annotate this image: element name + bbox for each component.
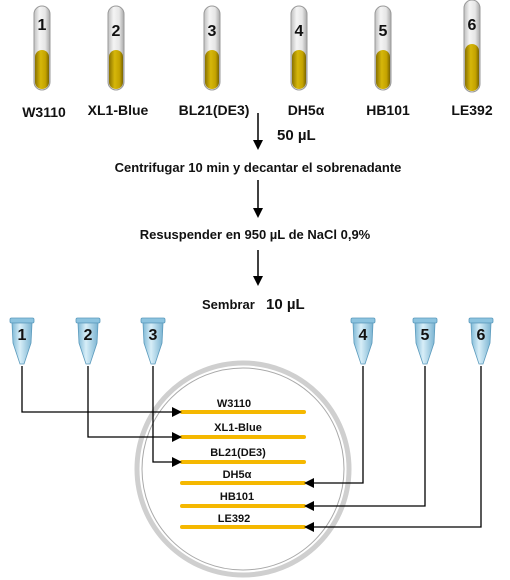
streak-label: XL1-Blue	[214, 422, 262, 434]
tube-number: 5	[379, 23, 388, 40]
eppendorf-tubes: 1 2 3 4 5 6	[9, 317, 494, 365]
tube-number: 1	[38, 17, 47, 34]
culture-tube: 4	[290, 5, 308, 91]
tube-number: 3	[208, 23, 217, 40]
sow-volume: 10 µL	[266, 296, 305, 313]
strain-label: XL1-Blue	[88, 102, 149, 118]
culture-tube: 1	[33, 5, 51, 91]
streak	[180, 410, 306, 414]
culture-tube: 2	[107, 5, 125, 91]
eppendorf-tube: 2	[75, 317, 101, 365]
tube-number: 4	[295, 23, 304, 40]
streak-labels: W3110 XL1-Blue BL21(DE3) DH5α HB101 LE39…	[210, 398, 266, 525]
connector-arrow	[87, 366, 182, 442]
strain-label: W3110	[22, 104, 66, 120]
eppendorf-tube: 4	[350, 317, 376, 365]
step-sow: Sembrar	[202, 297, 255, 312]
eppendorf-number: 6	[477, 327, 486, 344]
strain-label: DH5α	[288, 102, 325, 118]
connector-arrow	[304, 366, 364, 488]
step-centrifuge: Centrifugar 10 min y decantar el sobrena…	[115, 160, 402, 175]
streak-label: W3110	[217, 398, 251, 410]
strain-label: HB101	[366, 102, 410, 118]
plate-streaks	[180, 410, 306, 529]
culture-tube: 3	[203, 5, 221, 91]
culture-tube: 5	[374, 5, 392, 91]
streak-label: BL21(DE3)	[210, 447, 266, 459]
eppendorf-number: 2	[84, 327, 93, 344]
streak	[180, 460, 306, 464]
eppendorf-tube: 1	[9, 317, 35, 365]
streak-label: DH5α	[223, 469, 252, 481]
streak-label: LE392	[218, 513, 250, 525]
eppendorf-tube: 3	[140, 317, 166, 365]
tube-number: 2	[112, 23, 121, 40]
eppendorf-number: 5	[421, 327, 430, 344]
streak	[180, 504, 306, 508]
connector-arrow	[304, 366, 482, 532]
eppendorf-tube: 6	[468, 317, 494, 365]
inoculation-arrows	[21, 366, 482, 532]
strain-label: BL21(DE3)	[179, 102, 250, 118]
connector-arrow	[304, 366, 426, 511]
strain-label: LE392	[451, 102, 492, 118]
streak	[180, 481, 306, 485]
volume-label: 50 µL	[277, 127, 316, 144]
connector-arrow	[152, 366, 182, 467]
connector-arrow	[21, 366, 182, 417]
strain-labels: W3110 XL1-Blue BL21(DE3) DH5α HB101 LE39…	[22, 102, 493, 120]
culture-tubes: 1 2 3 4 5 6	[33, 0, 481, 93]
culture-tube: 6	[463, 0, 481, 93]
eppendorf-number: 4	[359, 327, 368, 344]
eppendorf-tube: 5	[412, 317, 438, 365]
eppendorf-number: 3	[149, 327, 158, 344]
eppendorf-number: 1	[18, 327, 27, 344]
petri-dish	[134, 360, 352, 578]
streak	[180, 435, 306, 439]
tube-number: 6	[468, 17, 477, 34]
streak	[180, 525, 306, 529]
step-resuspend: Resuspender en 950 µL de NaCl 0,9%	[140, 227, 371, 242]
streak-label: HB101	[220, 491, 254, 503]
